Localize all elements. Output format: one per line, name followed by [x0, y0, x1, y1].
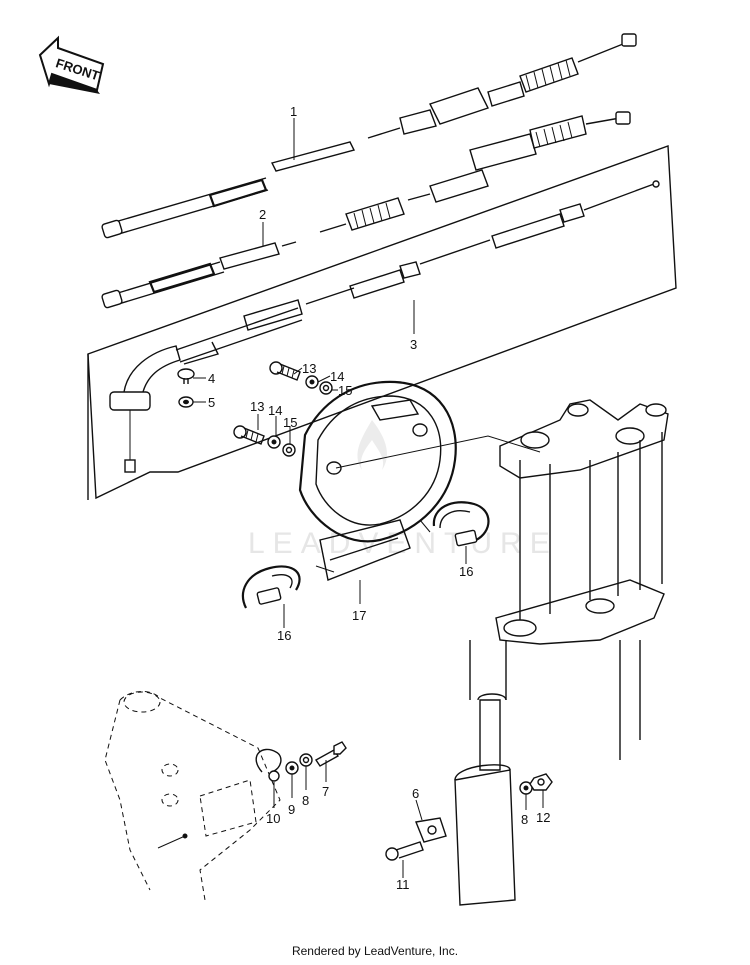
- callout-16-right: 16: [459, 564, 473, 579]
- callout-8-left: 8: [302, 793, 309, 808]
- front-fork-assembly: [454, 399, 669, 906]
- callout-15-upper: 15: [338, 383, 352, 398]
- washer-14-lower: [267, 435, 281, 449]
- screw-4: [177, 368, 195, 384]
- washer-15-lower: [282, 443, 296, 457]
- guide-6: [415, 817, 447, 843]
- cable-1: [101, 33, 637, 239]
- callout-15-lower: 15: [283, 415, 297, 430]
- callout-9: 9: [288, 802, 295, 817]
- callout-12: 12: [536, 810, 550, 825]
- callout-1: 1: [290, 104, 297, 119]
- footer-credit: Rendered by LeadVenture, Inc.: [291, 944, 459, 958]
- cable-3-bracket: [87, 145, 677, 500]
- washer-15-upper: [319, 381, 333, 395]
- callout-7: 7: [322, 784, 329, 799]
- bolt-11: [385, 841, 424, 861]
- callout-13-lower: 13: [250, 399, 264, 414]
- callout-6: 6: [412, 786, 419, 801]
- guide-10: [255, 748, 282, 782]
- callout-16-left: 16: [277, 628, 291, 643]
- washer-8-left: [299, 753, 313, 767]
- leader-lines: [193, 118, 544, 878]
- callout-labels: 1 2 3 4 5 13 14 15 13 14 15 16 16 17 6 7…: [208, 104, 550, 892]
- cable-3: [109, 180, 660, 473]
- clamp-16-left: [241, 565, 301, 609]
- callout-14-upper: 14: [330, 369, 344, 384]
- bolt-13-lower: [233, 425, 265, 445]
- bolt-13-upper: [269, 361, 301, 381]
- washer-14-upper: [305, 375, 319, 389]
- bolt-7: [314, 741, 347, 767]
- callout-4: 4: [208, 371, 215, 386]
- clamp-16-right: [432, 501, 490, 547]
- callout-2: 2: [259, 207, 266, 222]
- cable-2: [101, 111, 631, 309]
- front-arrow-icon: FRONT: [38, 35, 105, 94]
- frame-dashed: [104, 691, 281, 901]
- callout-3: 3: [410, 337, 417, 352]
- callout-5: 5: [208, 395, 215, 410]
- number-plate-17: [298, 380, 457, 581]
- washer-9: [285, 761, 299, 775]
- callout-10: 10: [266, 811, 280, 826]
- callout-14-lower: 14: [268, 403, 282, 418]
- callout-13-upper: 13: [302, 361, 316, 376]
- callout-11: 11: [396, 877, 410, 892]
- nut-12: [529, 773, 553, 791]
- callout-8-right: 8: [521, 812, 528, 827]
- callout-17: 17: [352, 608, 366, 623]
- washer-5: [178, 396, 194, 408]
